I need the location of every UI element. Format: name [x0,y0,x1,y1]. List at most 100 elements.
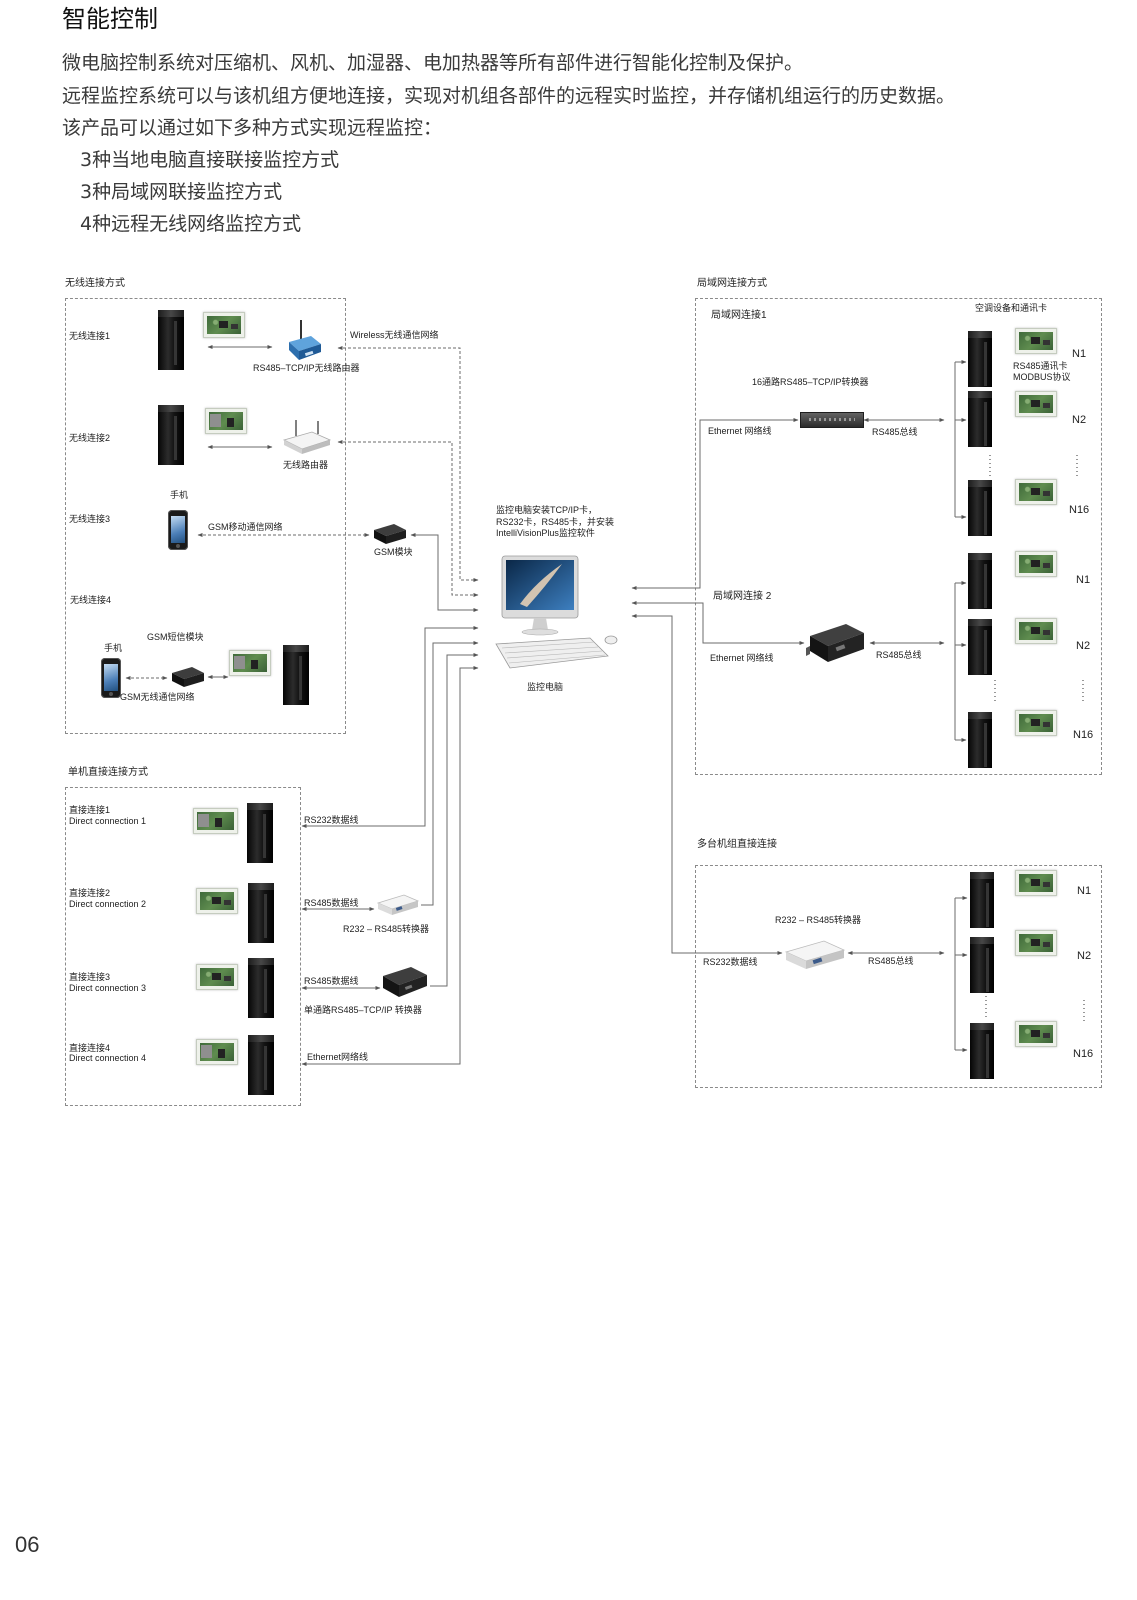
wireless2-label: 无线连接2 [69,433,111,443]
wireless4-network-label: GSM无线通信网络 [120,692,195,702]
direct4-cable-label: Ethernet网络线 [307,1052,369,1062]
ac-cabinet-icon [968,553,992,609]
wireless4-label: 无线连接4 [70,595,112,605]
rack-converter-icon [800,412,864,428]
rs485-card-icon [1015,710,1057,736]
wireless3-network-label: GSM移动通信网络 [208,522,283,532]
ac-cabinet-icon [248,883,274,943]
multi-group-box [695,865,1102,1088]
direct1-label-cn: 直接连接1 [69,805,111,815]
ac-cabinet-icon [968,480,992,536]
lan1-bus-label: RS485总线 [872,427,918,437]
intro-line-3: 该产品可以通过如下多种方式实现远程监控： [62,117,443,139]
direct3-device-label: 单通路RS485–TCP/IP 转换器 [304,1005,422,1015]
lan2-label: 局域网连接 2 [713,591,772,602]
ac-cabinet-icon [968,619,992,675]
direct2-label-en: Direct connection 2 [69,899,147,909]
intro-line-2: 远程监控系统可以与该机组方便地连接，实现对机组各部件的远程实时监控，并存储机组运… [62,85,956,107]
wireless-router-blue-icon [289,320,321,360]
lan1-ethernet-label: Ethernet 网络线 [708,426,772,436]
wireless1-label: 无线连接1 [69,331,111,341]
direct3-cable-label: RS485数据线 [304,976,359,986]
mobile-phone-icon [101,658,121,698]
lan2-node-n2: N2 [1076,640,1091,652]
wireless3-device-label: GSM模块 [374,547,413,557]
direct-group-box [65,787,301,1106]
direct3-converter-pc-line [430,653,479,987]
multi-cable-label: RS232数据线 [703,957,758,967]
computer-note-line-2: RS232卡，RS485卡，并安装 [496,517,615,527]
method-item-lan: 3种局域网联接监控方式 [80,181,283,203]
wireless4-module-label: GSM短信模块 [147,632,204,642]
ac-cabinet-icon [248,958,274,1018]
rs485-card-icon [1015,618,1057,644]
ac-cabinet-icon [158,310,184,370]
rs485-card-icon [1015,479,1057,505]
mobile-phone-icon [168,510,188,550]
ac-cabinet-icon [158,405,184,465]
wireless1-device-label: RS485–TCP/IP无线路由器 [253,363,360,373]
rs232-rs485-converter-icon [376,894,420,915]
multi-node-n1: N1 [1077,885,1092,897]
computer-label: 监控电脑 [527,682,564,692]
rs485-card-icon [1015,870,1057,896]
lan1-label: 局域网连接1 [711,310,767,321]
ethernet-card-icon [205,408,247,434]
direct4-label-en: Direct connection 4 [69,1053,147,1063]
card-caption-line-1: RS485通讯卡 [1013,361,1068,371]
page-number: 06 [15,1532,40,1557]
computer-note-line-1: 监控电脑安装TCP/IP卡， [496,505,598,515]
multi-node-n16: N16 [1073,1048,1094,1060]
control-card-icon [196,888,238,914]
lan-section-label: 局域网连接方式 [697,278,767,289]
multi-section-label: 多台机组直接连接 [697,839,777,850]
lan2-node-n1: N1 [1076,574,1091,586]
ac-cabinet-icon [248,1035,274,1095]
rs485-card-icon [1015,328,1057,354]
computer-note-line-3: IntelliVisionPlus监控软件 [496,528,595,538]
ethernet-card-icon [193,808,238,834]
wireless2-network-line [337,440,479,597]
lan2-ethernet-label: Ethernet 网络线 [710,653,774,663]
rs485-tcpip-converter-icon [383,967,427,997]
lan1-device-label: 16通路RS485–TCP/IP转换器 [752,377,869,387]
gsm-sms-module-icon [172,667,204,687]
method-item-wireless: 4种远程无线网络监控方式 [80,213,302,235]
ac-cabinet-icon [970,872,994,928]
direct3-label-cn: 直接连接3 [69,972,111,982]
direct2-converter-pc-line [421,641,479,906]
direct3-label-en: Direct connection 3 [69,983,147,993]
wireless1-network-label: Wireless无线通信网络 [350,330,439,340]
direct2-cable-label: RS485数据线 [304,898,359,908]
rs232-rs485-converter-icon [784,940,846,969]
direct1-label-en: Direct connection 1 [69,816,147,826]
gsm-module-icon [374,524,406,544]
method-item-local: 3种当地电脑直接联接监控方式 [80,149,340,171]
lan1-node-n1: N1 [1072,348,1087,360]
lan1-node-n16: N16 [1069,504,1090,516]
lan2-bus-label: RS485总线 [876,650,922,660]
control-card-icon [203,312,245,338]
ac-cabinet-icon [247,803,273,863]
wireless-section-label: 无线连接方式 [65,278,125,289]
card-caption-line-2: MODBUS协议 [1013,372,1071,382]
wireless2-device-label: 无线路由器 [283,460,329,470]
control-card-icon [196,964,238,990]
direct2-device-label: R232 – RS485转换器 [343,924,430,934]
control-card-icon [229,650,271,676]
rs485-card-icon [1015,551,1057,577]
direct2-label-cn: 直接连接2 [69,888,111,898]
ac-cabinet-icon [968,391,992,447]
rs485-card-icon [1015,1021,1057,1047]
tcpip-converter-icon [806,624,864,662]
ac-cabinet-icon [968,331,992,387]
ac-cabinet-icon [970,937,994,993]
wireless3-phone-label: 手机 [170,490,189,500]
lan1-node-n2: N2 [1072,414,1087,426]
lan2-node-n16: N16 [1073,729,1094,741]
ac-cabinet-icon [970,1023,994,1079]
wireless4-phone-label: 手机 [104,643,123,653]
rs485-card-icon [1015,391,1057,417]
wireless-router-white-icon [282,420,332,454]
